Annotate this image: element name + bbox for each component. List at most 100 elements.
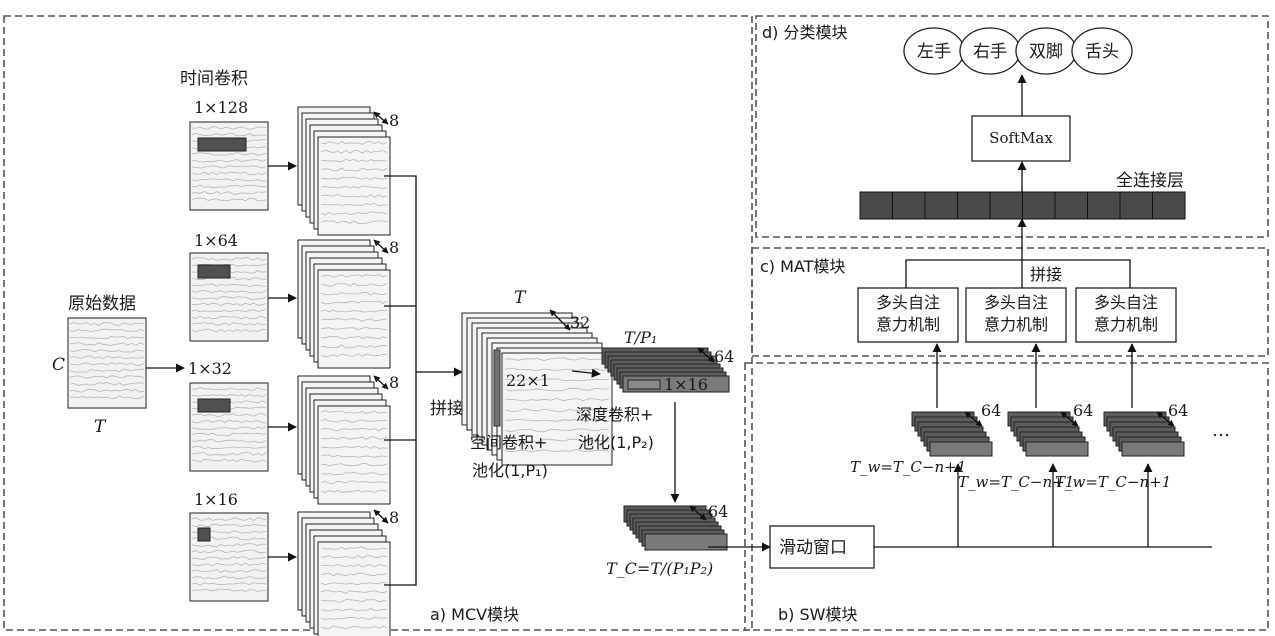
mcv-module-border	[3, 15, 753, 631]
eeg-trace	[191, 445, 267, 450]
eeg-trace	[320, 335, 388, 340]
eeg-trace	[69, 355, 145, 359]
depth-arrow-4	[373, 509, 389, 524]
depth-label-2: 8	[389, 238, 399, 257]
eeg-trace	[320, 211, 388, 216]
spatial-conv-label-2: 池化(1,P₁)	[472, 461, 548, 480]
feature-map-stack-3	[297, 375, 391, 505]
fully-connected-layer	[859, 191, 1186, 220]
eeg-trace	[69, 375, 145, 379]
class-output-right-hand: 右手	[959, 27, 1021, 75]
depthwise-conv-label-1: 深度卷积+	[576, 405, 653, 424]
temporal-input-panel-3	[189, 382, 269, 472]
class-output-tongue: 舌头	[1071, 27, 1133, 75]
eeg-trace	[191, 197, 267, 202]
raw-data-title: 原始数据	[68, 294, 136, 314]
eeg-trace	[191, 309, 267, 313]
depthwise-kernel	[627, 379, 661, 390]
eeg-trace	[320, 282, 388, 287]
sw-module-border	[744, 362, 1269, 631]
feature-map-layer	[929, 441, 993, 457]
window-length-label-2: T_w=T_C−n+1	[958, 473, 1074, 491]
kernel-label-4: 1×16	[194, 490, 238, 509]
class-label-tongue: 舌头	[1085, 42, 1119, 62]
eeg-trace	[504, 408, 610, 412]
depth-label-1: 8	[389, 111, 399, 130]
eeg-trace	[191, 426, 267, 430]
temporal-conv-title: 时间卷积	[180, 69, 248, 89]
concat-depth-arrow	[549, 309, 571, 331]
eeg-trace	[320, 149, 388, 154]
depth-arrow-2	[373, 239, 389, 254]
window-depth-label-3: 64	[1168, 401, 1188, 420]
eeg-trace	[320, 445, 388, 449]
eeg-trace	[191, 452, 267, 456]
eeg-trace	[191, 523, 267, 528]
eeg-trace	[320, 309, 388, 313]
eeg-trace	[191, 562, 267, 567]
eeg-trace	[320, 563, 388, 568]
eeg-trace	[69, 362, 145, 366]
eeg-trace	[320, 202, 388, 207]
fc-unit	[1054, 191, 1088, 220]
temporal-kernel-3	[197, 398, 231, 413]
eeg-trace	[191, 152, 267, 156]
eeg-trace	[320, 572, 388, 577]
feature-map-layer	[317, 136, 391, 236]
attention-head-label-2: 多头自注意力机制	[984, 293, 1048, 334]
eeg-trace	[191, 165, 267, 169]
fc-unit	[957, 191, 991, 220]
eeg-trace	[320, 167, 388, 172]
depthwise-time-label: T/P₁	[624, 328, 657, 347]
eeg-trace	[191, 419, 267, 424]
eeg-trace	[69, 322, 145, 326]
eeg-trace	[69, 388, 145, 393]
window-ellipsis: …	[1212, 420, 1230, 441]
window-depth-arrow-2	[1060, 411, 1079, 427]
concat-time-label: T	[514, 288, 527, 308]
eeg-trace	[504, 357, 610, 361]
concat-depth-label: 32	[570, 313, 590, 332]
eeg-trace	[504, 387, 610, 392]
tc-length-label: T_C=T/(P₁P₂)	[606, 559, 713, 578]
eeg-trace	[69, 349, 145, 353]
eeg-trace	[69, 342, 145, 346]
eeg-trace	[191, 283, 267, 287]
fc-unit	[1152, 191, 1186, 220]
depthwise-kernel-label: 1×16	[664, 375, 708, 394]
eeg-trace	[320, 462, 388, 467]
fc-unit	[892, 191, 926, 220]
eeg-trace	[191, 575, 267, 580]
eeg-trace	[320, 176, 388, 181]
concat-label: 拼接	[430, 399, 464, 419]
eeg-trace	[191, 257, 267, 261]
eeg-trace	[191, 556, 267, 560]
eeg-trace	[191, 387, 266, 391]
eeg-trace	[320, 291, 388, 296]
eeg-trace	[191, 543, 267, 547]
window-depth-arrow-3	[1156, 411, 1175, 427]
mcv-module-title: a) MCV模块	[430, 605, 519, 624]
eeg-trace	[320, 436, 388, 440]
class-label-left-hand: 左手	[917, 42, 951, 62]
eeg-trace	[192, 159, 267, 163]
fc-unit	[1022, 191, 1056, 220]
raw-eeg-panel	[67, 317, 147, 409]
window-length-label-1: T_w=T_C−n+1	[850, 458, 966, 476]
eeg-trace	[320, 353, 388, 358]
eeg-trace	[320, 427, 388, 432]
eeg-trace	[191, 328, 267, 333]
feature-map-layer	[1121, 441, 1185, 457]
eeg-trace	[191, 289, 267, 294]
eeg-trace	[69, 395, 145, 399]
eeg-trace	[191, 184, 267, 189]
tc-depth-arrow	[689, 505, 707, 521]
classification-module-title: d) 分类模块	[762, 23, 848, 42]
eeg-trace	[505, 418, 610, 422]
eeg-trace	[504, 377, 610, 382]
feature-map-layer	[644, 533, 728, 551]
eeg-trace	[320, 616, 388, 620]
temporal-kernel-1	[197, 137, 247, 152]
softmax-label: SoftMax	[989, 129, 1053, 147]
